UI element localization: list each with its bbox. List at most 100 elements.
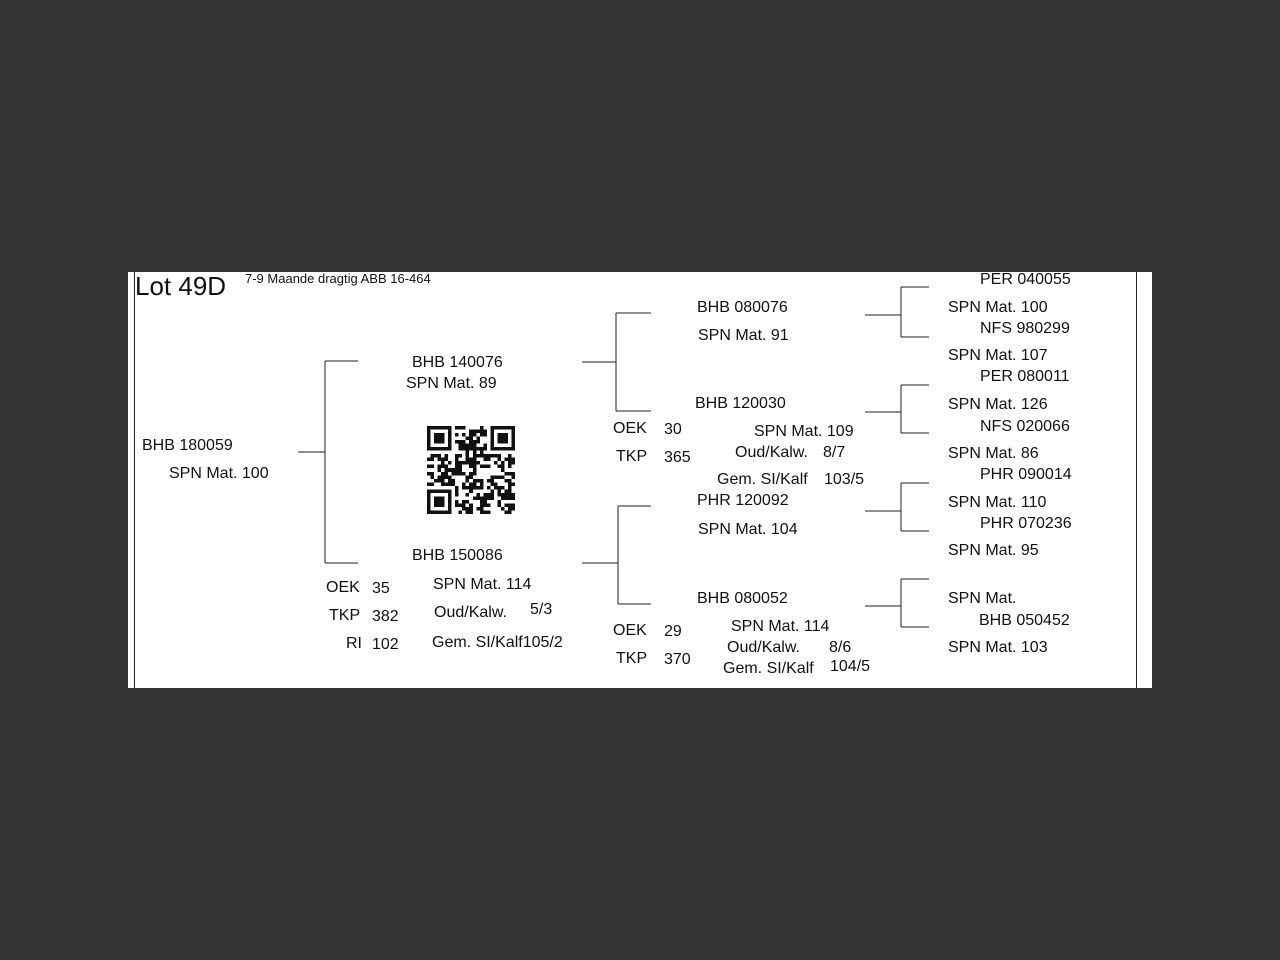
qr-module xyxy=(479,447,484,451)
qr-module xyxy=(476,429,480,434)
qr-module xyxy=(472,464,477,469)
qr-module xyxy=(500,461,505,465)
dd-oud-value: 8/6 xyxy=(829,639,852,656)
animal-id: BHB 180059 xyxy=(142,437,233,454)
qr-module xyxy=(465,499,470,504)
qr-module xyxy=(504,471,508,476)
qr-module xyxy=(441,482,445,486)
qr-module xyxy=(427,440,431,444)
qr-module xyxy=(511,429,515,434)
qr-module xyxy=(455,468,459,472)
qr-module xyxy=(476,454,480,458)
qr-module xyxy=(472,468,477,472)
qr-module xyxy=(441,471,445,476)
sire-id: BHB 140076 xyxy=(412,354,503,371)
qr-module xyxy=(490,475,494,479)
gen3-id: PHR 090014 xyxy=(980,466,1072,483)
qr-module xyxy=(462,447,466,451)
qr-module xyxy=(490,426,494,430)
qr-module xyxy=(483,433,487,437)
qr-module xyxy=(479,499,484,504)
qr-module xyxy=(458,510,463,514)
qr-module xyxy=(504,503,508,507)
qr-module xyxy=(448,499,452,504)
qr-module xyxy=(469,489,473,493)
qr-module xyxy=(448,482,452,486)
qr-module xyxy=(434,433,438,437)
qr-module xyxy=(444,475,449,479)
qr-module xyxy=(462,506,466,511)
qr-module xyxy=(441,464,445,469)
gen3-id: PHR 070236 xyxy=(980,515,1072,532)
qr-module xyxy=(507,447,512,451)
qr-module xyxy=(472,450,477,455)
qr-module xyxy=(507,478,512,483)
dam-stat-value: 382 xyxy=(372,608,399,625)
qr-module xyxy=(455,433,459,437)
qr-module xyxy=(434,454,438,458)
dd-stat-label: OEK xyxy=(613,622,647,639)
qr-module xyxy=(469,429,473,434)
qr-module xyxy=(472,478,477,483)
qr-module xyxy=(507,482,512,486)
qr-module xyxy=(441,499,445,504)
qr-module xyxy=(476,506,480,511)
qr-module xyxy=(448,506,452,511)
qr-module xyxy=(455,426,459,430)
qr-module xyxy=(493,447,498,451)
dam-stat-label: RI xyxy=(346,635,362,652)
qr-module xyxy=(472,482,477,486)
dd-gem-value: 104/5 xyxy=(830,658,871,675)
qr-module xyxy=(490,436,494,441)
qr-module xyxy=(444,510,449,514)
qr-module xyxy=(448,429,452,434)
qr-module xyxy=(465,485,470,490)
qr-module xyxy=(444,471,449,476)
qr-module xyxy=(497,454,501,458)
qr-module xyxy=(469,443,473,448)
qr-module xyxy=(441,436,445,441)
sd-oud-value: 8/7 xyxy=(823,444,846,461)
qr-module xyxy=(483,499,487,504)
qr-module xyxy=(479,496,484,500)
qr-module xyxy=(490,492,494,497)
qr-module xyxy=(500,440,505,444)
qr-module xyxy=(472,471,477,476)
qr-module xyxy=(437,496,442,500)
sd-stat-label: OEK xyxy=(613,420,647,437)
qr-module xyxy=(486,457,491,462)
qr-module xyxy=(479,482,484,486)
qr-module xyxy=(476,492,480,497)
qr-module xyxy=(458,471,463,476)
sd-spn: SPN Mat. 109 xyxy=(754,423,854,440)
qr-module xyxy=(437,457,442,462)
qr-module xyxy=(476,485,480,490)
qr-module xyxy=(448,436,452,441)
qr-module xyxy=(430,447,435,451)
qr-module xyxy=(504,478,508,483)
qr-module xyxy=(462,499,466,504)
qr-module xyxy=(437,478,442,483)
qr-module xyxy=(469,485,473,490)
qr-module xyxy=(483,443,487,448)
sd-stat-label: TKP xyxy=(616,448,648,465)
qr-module xyxy=(427,433,431,437)
qr-module xyxy=(462,503,466,507)
qr-module xyxy=(469,461,473,465)
qr-module xyxy=(437,447,442,451)
qr-module xyxy=(479,454,484,458)
qr-module xyxy=(497,485,501,490)
qr-module xyxy=(448,492,452,497)
qr-module xyxy=(437,510,442,514)
ss-id: BHB 080076 xyxy=(697,299,788,316)
qr-module xyxy=(511,496,515,500)
qr-module xyxy=(465,447,470,451)
qr-module xyxy=(504,440,508,444)
qr-module xyxy=(455,457,459,462)
qr-module xyxy=(500,464,505,469)
sd-id: BHB 120030 xyxy=(695,395,786,412)
qr-module xyxy=(455,464,459,469)
qr-module xyxy=(430,475,435,479)
dd-stat-label: TKP xyxy=(616,650,648,667)
dd-stat-value: 370 xyxy=(664,651,691,668)
